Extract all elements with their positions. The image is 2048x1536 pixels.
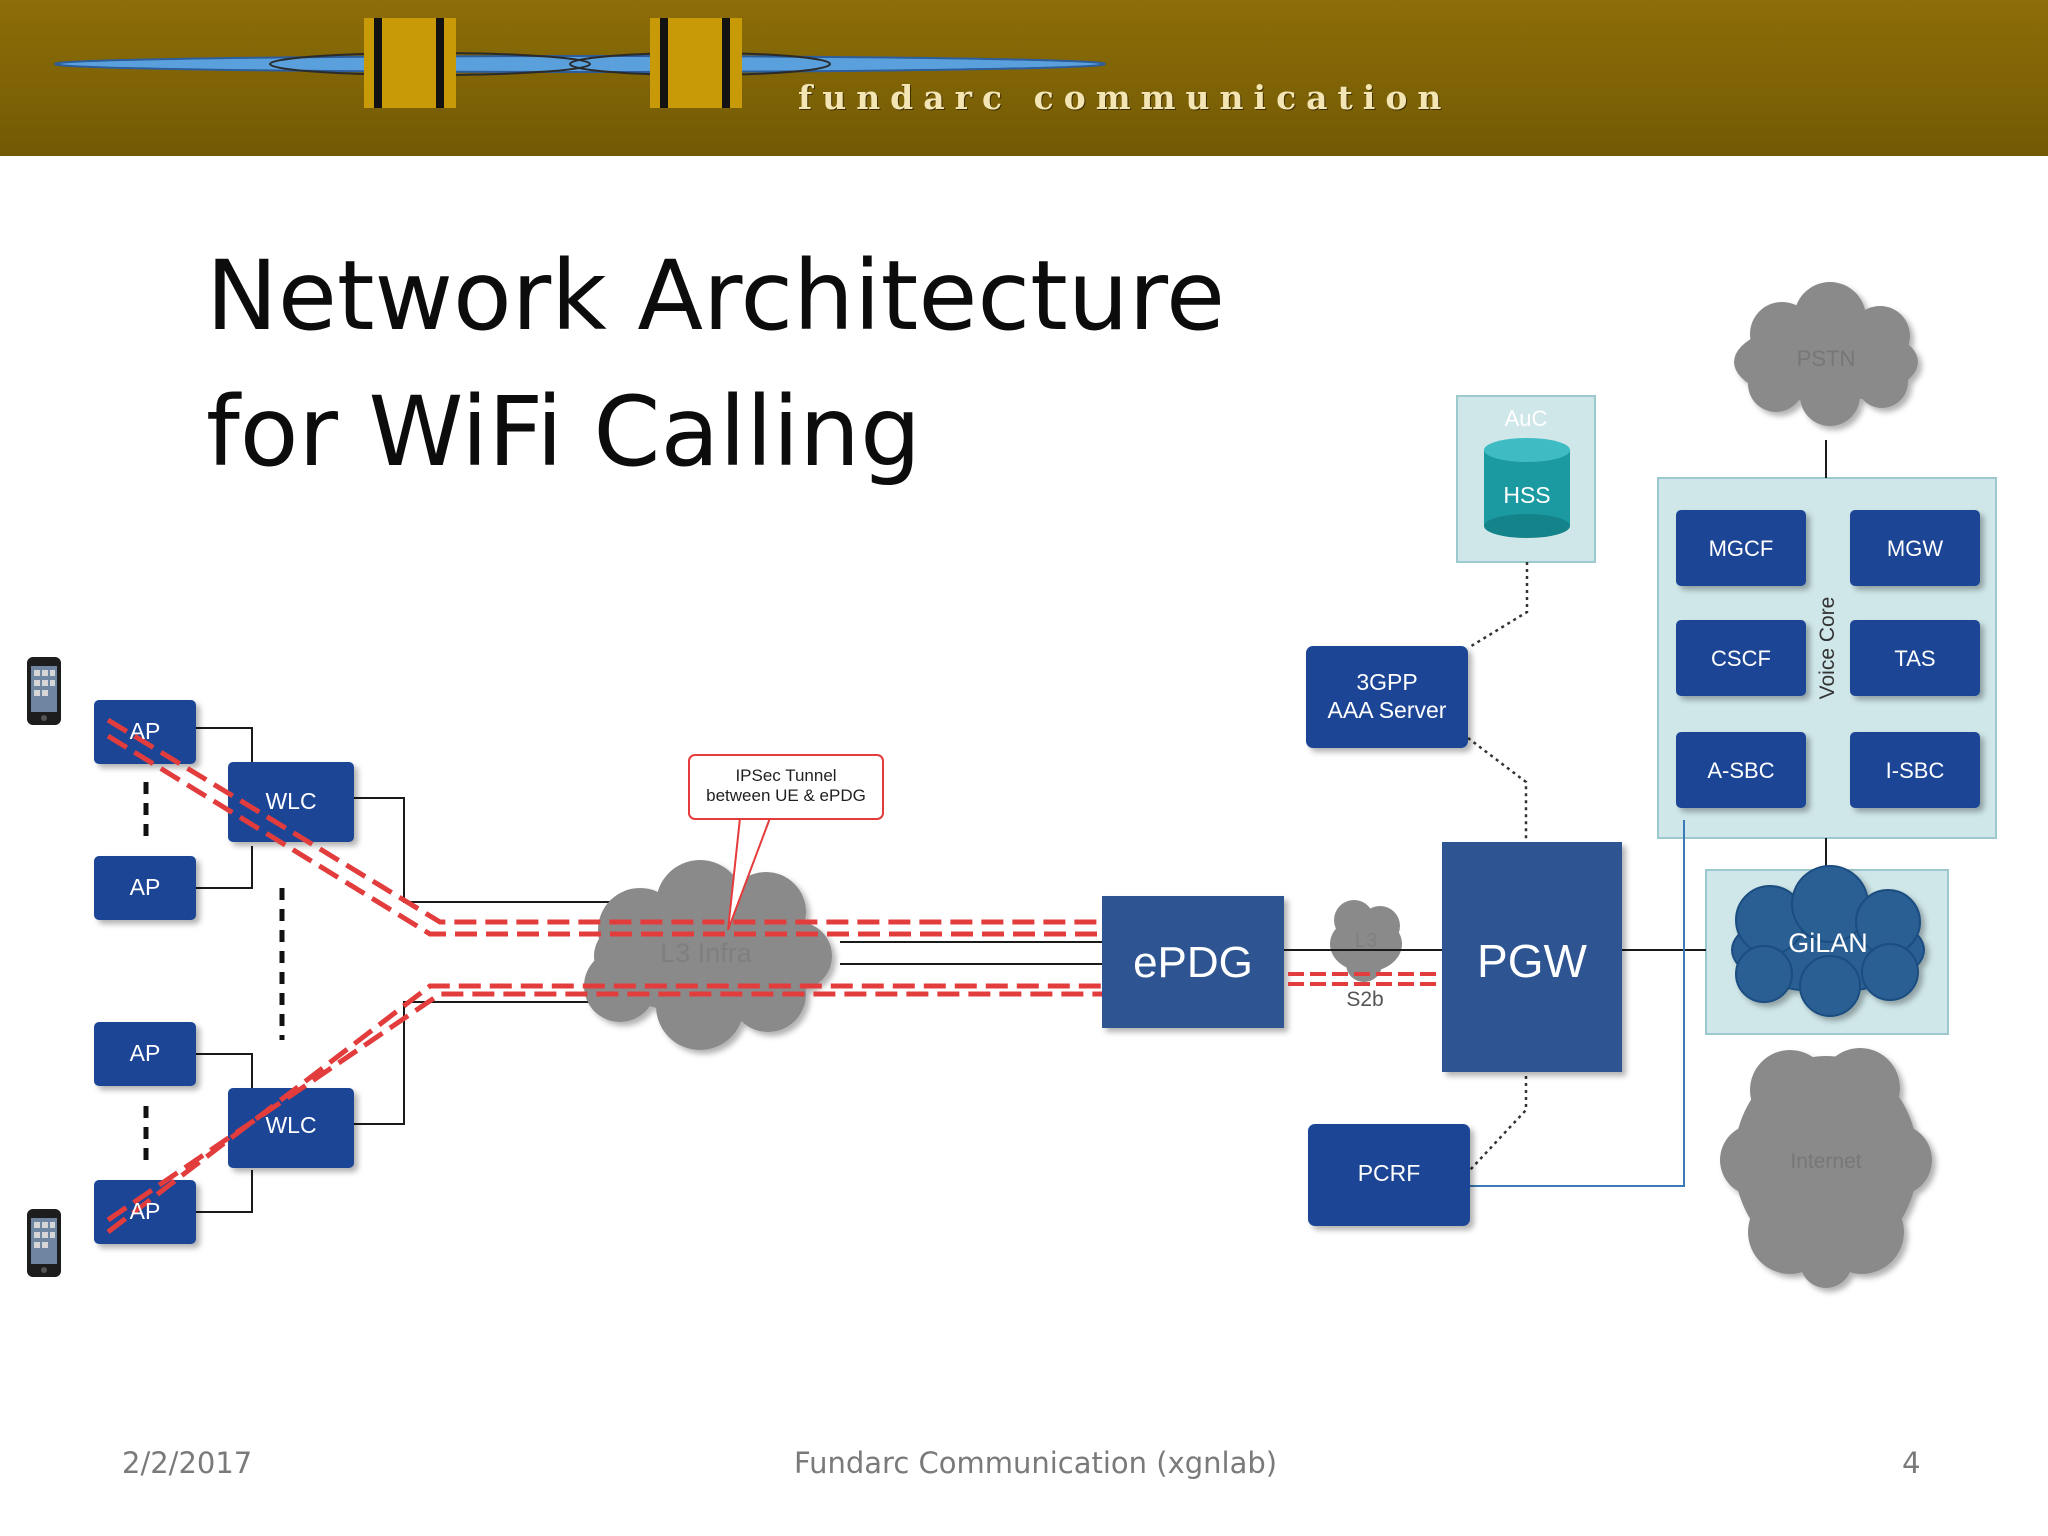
voice-core-label: Voice Core bbox=[1816, 596, 1839, 700]
ap-box-top bbox=[94, 700, 196, 764]
hss-cylinder bbox=[1484, 438, 1570, 538]
mgcf-label: MGCF bbox=[1708, 536, 1774, 561]
footer-center: Fundarc Communication (xgnlab) bbox=[794, 1446, 1278, 1480]
aaa-label-line-2: AAA Server bbox=[1327, 697, 1447, 723]
ap-box-bottom bbox=[94, 1180, 196, 1244]
pstn-label: PSTN bbox=[1796, 346, 1856, 371]
node-boxes bbox=[94, 510, 1980, 1244]
s2b-label: S2b bbox=[1346, 988, 1384, 1011]
l3-small-label: L3 bbox=[1354, 930, 1378, 952]
mgcf-box bbox=[1676, 510, 1806, 586]
aaa-box bbox=[1306, 646, 1468, 748]
ap-box-mid-lower bbox=[94, 1022, 196, 1086]
internet-cloud bbox=[1720, 1048, 1932, 1288]
ap-ellipsis bbox=[143, 782, 285, 1166]
isbc-box bbox=[1850, 732, 1980, 808]
slide-title-line-2: for WiFi Calling bbox=[206, 376, 922, 488]
pcrf-box bbox=[1308, 1124, 1470, 1226]
header-banner: fundarc communication bbox=[0, 0, 2048, 156]
wlc-box-top bbox=[228, 762, 354, 842]
logo-graphic bbox=[54, 18, 1106, 108]
tas-label: TAS bbox=[1894, 646, 1936, 671]
wlc-label-bottom: WLC bbox=[265, 1112, 317, 1138]
ap-box-mid-upper bbox=[94, 856, 196, 920]
pstn-cloud bbox=[1734, 282, 1918, 426]
auc-label: AuC bbox=[1504, 406, 1548, 431]
footer-page-number: 4 bbox=[1902, 1446, 1921, 1480]
cscf-box bbox=[1676, 620, 1806, 696]
internet-label: Internet bbox=[1790, 1150, 1862, 1173]
ap-label-mid-upper: AP bbox=[129, 874, 161, 900]
ap-label-bottom: AP bbox=[129, 1198, 161, 1224]
ap-label-mid-lower: AP bbox=[129, 1040, 161, 1066]
mgw-label: MGW bbox=[1886, 536, 1944, 561]
phone-icon-top bbox=[26, 656, 62, 726]
dotted-links bbox=[1467, 562, 1529, 1171]
pgw-box bbox=[1442, 842, 1622, 1072]
pcrf-label: PCRF bbox=[1357, 1160, 1421, 1186]
wlc-label-top: WLC bbox=[265, 788, 317, 814]
aaa-label-line-1: 3GPP bbox=[1356, 669, 1418, 695]
callout-pointer bbox=[727, 817, 771, 931]
isbc-label: I-SBC bbox=[1885, 758, 1945, 783]
s2b-tunnel bbox=[1288, 972, 1442, 986]
pgw-label: PGW bbox=[1477, 935, 1587, 987]
hss-label: HSS bbox=[1503, 482, 1551, 508]
footer-date: 2/2/2017 bbox=[122, 1446, 253, 1480]
l3-infra-label: L3 Infra bbox=[660, 938, 752, 968]
phone-icon-bottom bbox=[26, 1208, 62, 1278]
slide-title-line-1: Network Architecture bbox=[206, 240, 1226, 352]
ap-label-top: AP bbox=[129, 718, 161, 744]
wlc-box-bottom bbox=[228, 1088, 354, 1168]
callout-line-1: IPSec Tunnel bbox=[735, 766, 837, 785]
callout-line-2: between UE & ePDG bbox=[706, 786, 866, 805]
asbc-label: A-SBC bbox=[1707, 758, 1775, 783]
gilan-cloud bbox=[1731, 865, 1925, 1017]
epdg-label: ePDG bbox=[1133, 938, 1253, 987]
epdg-box bbox=[1102, 896, 1284, 1028]
mgw-box bbox=[1850, 510, 1980, 586]
asbc-box bbox=[1676, 732, 1806, 808]
ipsec-callout: IPSec Tunnel between UE & ePDG bbox=[688, 754, 884, 820]
ipsec-tunnels bbox=[106, 717, 1102, 1234]
cscf-label: CSCF bbox=[1711, 646, 1771, 671]
brand-wordmark: fundarc communication bbox=[798, 78, 1452, 117]
gilan-label: GiLAN bbox=[1788, 928, 1868, 958]
asbc-pcrf-link bbox=[1470, 820, 1685, 1187]
tas-box bbox=[1850, 620, 1980, 696]
